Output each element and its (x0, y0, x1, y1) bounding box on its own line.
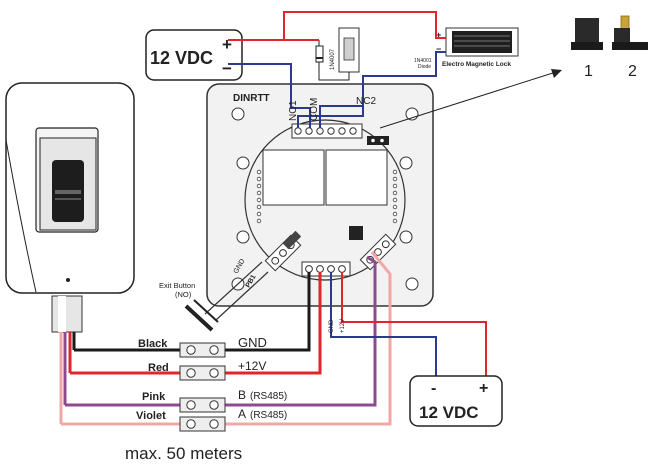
terminal-com-label: COM (309, 98, 320, 121)
bottom-wiring: GND +12V (61, 251, 487, 426)
power-supply-top-label: 12 VDC (150, 48, 213, 68)
terminal-no1-label: NO1 (288, 100, 299, 121)
wire-color-violet: Violet (136, 410, 166, 422)
exit-button-label-line1: Exit Button (159, 281, 195, 290)
wire-signal-a-rs485: (RS485) (250, 410, 287, 421)
wire-color-red: Red (148, 362, 169, 374)
terminal-nc2-label: NC2 (356, 96, 376, 107)
wire-signal-12v: +12V (238, 359, 266, 373)
diode-top: 1N4007 (315, 40, 336, 70)
controller-brand: DINRTT (233, 93, 270, 104)
terminal-gnd-right-label: GND (329, 319, 335, 333)
wire-labels: Black Red Pink Violet GND +12V B (RS485)… (136, 335, 287, 422)
relay-left (262, 149, 325, 206)
led-strip (282, 230, 302, 250)
power-supply-top-minus: − (222, 59, 232, 78)
rs485-terminal-block (359, 233, 397, 271)
jumper-position-2-label: 2 (628, 63, 637, 80)
relay-wiring (228, 11, 446, 128)
wire-signal-gnd: GND (238, 335, 267, 350)
connector-black (179, 342, 226, 358)
wire-signal-b: B (238, 388, 246, 402)
door-strike (338, 27, 360, 73)
pin-header-right (392, 169, 398, 224)
jumper-position-1: 1 (571, 18, 603, 80)
power-supply-top-plus: + (222, 35, 232, 54)
pin-header-left (256, 169, 262, 224)
fingerprint-sensor-icon (52, 160, 84, 222)
lock-label: Electro Magnetic Lock (442, 61, 511, 68)
terminal-12v-right-label: +12V (340, 319, 346, 333)
jumper-on-board (367, 136, 389, 145)
controller-unit (206, 83, 434, 307)
connector-violet (179, 416, 226, 432)
exit-button-label-line2: (NO) (175, 290, 192, 299)
wire-signal-a: A (238, 407, 246, 421)
power-supply-top: 12 VDC + − (145, 29, 243, 81)
relay-right (325, 149, 388, 206)
wire-connectors (179, 342, 226, 432)
distance-note: max. 50 meters (125, 444, 242, 463)
wire-color-pink: Pink (142, 391, 166, 403)
jumper-position-1-label: 1 (584, 63, 593, 80)
relay-labels: NO1 COM NC2 DINRTT (233, 93, 376, 121)
power-supply-bottom-label: 12 VDC (419, 403, 479, 422)
connector-pink (179, 397, 226, 413)
chip (349, 226, 363, 240)
connector-red (179, 365, 226, 381)
fingerprint-reader (5, 82, 135, 294)
power-supply-bottom-plus: + (479, 380, 488, 397)
lock-plus: + (436, 30, 441, 40)
relay-terminal-block (291, 123, 363, 139)
wire-color-black: Black (138, 338, 168, 350)
power-supply-bottom: - + 12 VDC (409, 375, 503, 427)
jumper-pointer-arrow (379, 69, 562, 129)
jumper-position-2: 2 (612, 15, 648, 80)
lock-minus: − (436, 44, 441, 54)
diode-top-label: 1N4007 (330, 48, 336, 70)
power-supply-bottom-minus: - (431, 380, 436, 397)
reader-cable (51, 295, 83, 424)
wire-signal-b-rs485: (RS485) (250, 391, 287, 402)
